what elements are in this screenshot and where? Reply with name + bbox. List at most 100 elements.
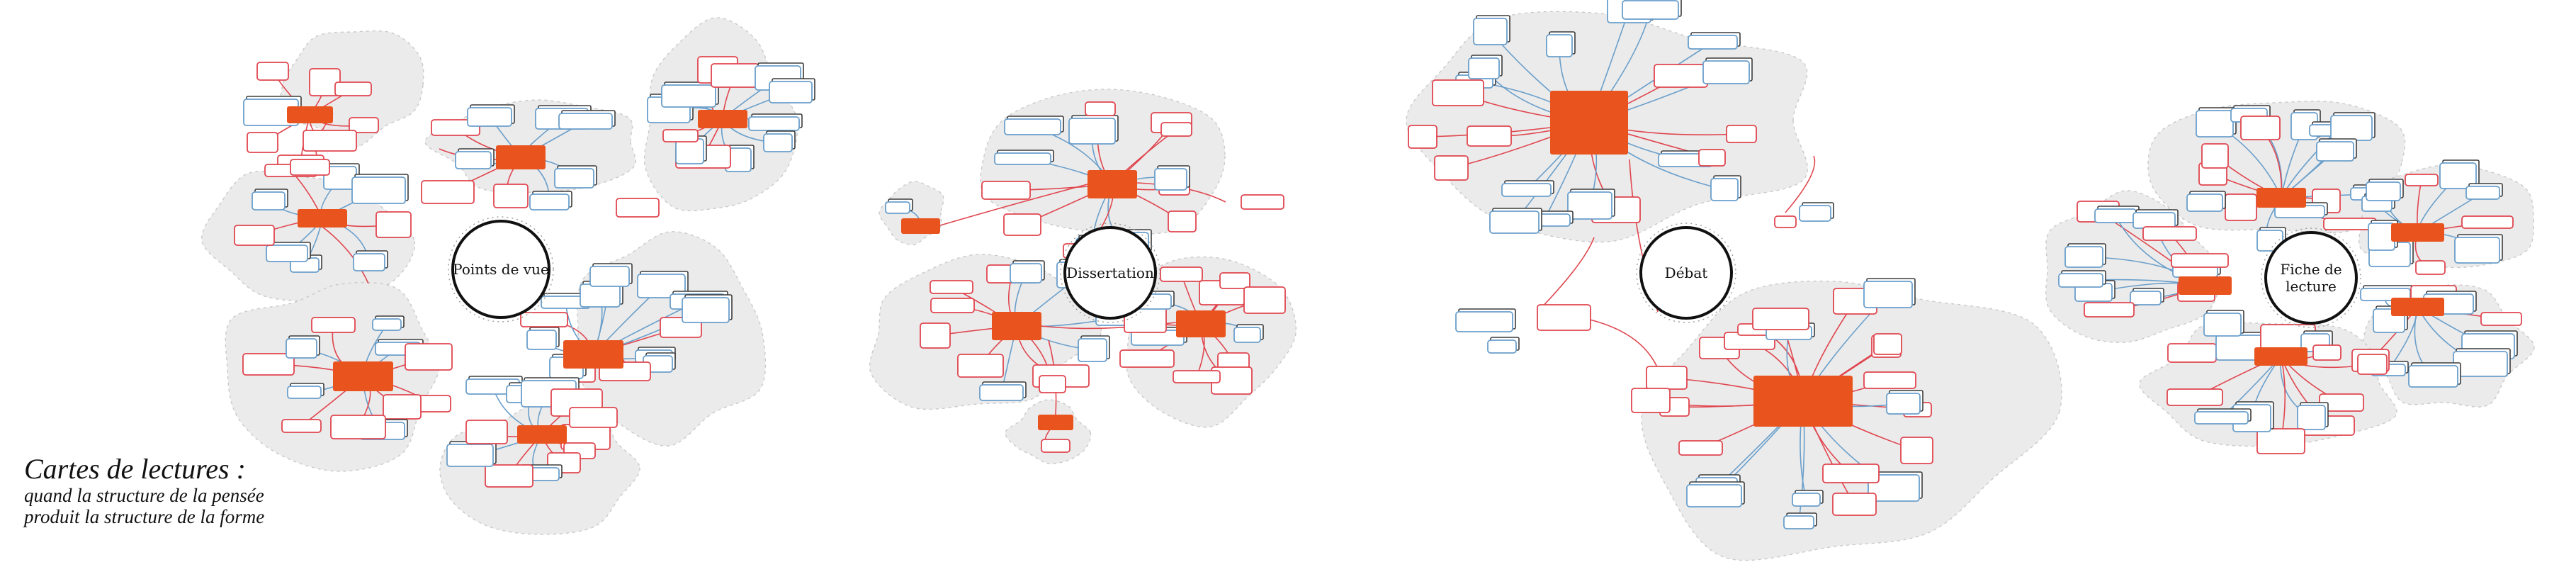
- note-card: [2094, 208, 2137, 223]
- note-card: [287, 386, 322, 399]
- note-card: [1489, 210, 1540, 234]
- main-idea-node: [992, 312, 1041, 340]
- caption-line-2: produit la structure de la forme: [24, 506, 265, 527]
- note-card: [1432, 79, 1484, 106]
- note-card: [589, 266, 630, 287]
- note-card: [2439, 162, 2477, 189]
- note-card: [290, 159, 330, 176]
- note-card: [2453, 351, 2508, 377]
- note-card: [2330, 115, 2373, 141]
- note-card: [520, 312, 568, 327]
- note-card: [330, 415, 386, 439]
- note-card: [1863, 371, 1916, 389]
- note-card: [1078, 338, 1107, 362]
- note-card: [769, 81, 813, 103]
- note-card: [2171, 253, 2229, 268]
- cluster-pdv-5: [225, 281, 439, 472]
- note-card: [1467, 125, 1512, 147]
- note-card: [2201, 143, 2229, 169]
- center-fiche-de-lecture-label: Fiche de: [2280, 261, 2341, 278]
- note-card: [256, 62, 289, 81]
- center-points-de-vue-label: Points de vue: [453, 261, 549, 278]
- note-card: [616, 198, 660, 218]
- note-card: [979, 384, 1024, 401]
- link-line: [1785, 155, 1816, 213]
- center-debat-circle: [1639, 226, 1733, 320]
- note-card: [2360, 288, 2411, 301]
- note-card: [2297, 405, 2326, 430]
- note-card: [485, 464, 533, 488]
- note-card: [1886, 393, 1921, 415]
- main-idea-node: [287, 106, 333, 123]
- link-line: [939, 184, 1088, 226]
- note-card: [281, 419, 322, 433]
- note-card: [748, 116, 800, 131]
- note-card: [1646, 366, 1688, 390]
- note-card: [763, 133, 793, 152]
- note-card: [1799, 205, 1831, 222]
- note-card: [1119, 349, 1175, 368]
- main-idea-node: [2391, 298, 2444, 316]
- note-card: [467, 107, 512, 127]
- note-card: [957, 354, 1004, 378]
- main-idea-node: [333, 361, 393, 391]
- note-card: [569, 407, 618, 428]
- caption-line-1: quand la structure de la pensée: [24, 485, 264, 506]
- center-points-de-vue-circle: [451, 220, 550, 319]
- note-card: [2465, 186, 2500, 200]
- note-card: [930, 298, 975, 313]
- note-card: [1774, 215, 1797, 228]
- note-card: [2142, 226, 2197, 241]
- note-card: [1085, 101, 1116, 116]
- note-card: [1752, 308, 1809, 330]
- note-card: [2203, 313, 2242, 337]
- note-card: [1686, 484, 1742, 507]
- main-idea-node: [2254, 347, 2307, 366]
- note-card: [2368, 223, 2395, 251]
- note-card: [1783, 515, 1814, 529]
- note-card: [711, 63, 759, 88]
- note-card: [1868, 474, 1920, 502]
- note-card: [2186, 193, 2223, 212]
- note-card: [1455, 311, 1513, 332]
- main-idea-node: [496, 145, 546, 169]
- note-card: [247, 132, 278, 153]
- note-card: [1537, 304, 1591, 331]
- main-idea-node: [1176, 310, 1226, 337]
- note-card: [2316, 141, 2354, 162]
- note-card: [2240, 116, 2281, 140]
- note-card: [1154, 168, 1187, 191]
- note-card: [2058, 273, 2103, 288]
- note-card: [1241, 194, 1284, 210]
- center-fiche-de-lecture-outer-ring: [2261, 228, 2361, 328]
- note-card: [1041, 439, 1070, 453]
- note-card: [2454, 237, 2500, 264]
- note-card: [1168, 210, 1197, 232]
- note-card: [662, 129, 699, 142]
- main-idea-node: [517, 425, 567, 444]
- note-card: [353, 253, 385, 271]
- note-card: [465, 420, 508, 444]
- note-card: [2167, 388, 2223, 406]
- caption-title: Cartes de lectures :: [24, 453, 246, 485]
- note-card: [405, 343, 453, 371]
- note-card: [2312, 344, 2341, 361]
- main-idea-node: [901, 218, 940, 234]
- note-card: [2480, 312, 2522, 326]
- note-card: [920, 322, 951, 349]
- note-card: [1173, 370, 1221, 383]
- note-card: [1039, 375, 1066, 393]
- note-card: [303, 130, 357, 152]
- note-card: [981, 181, 1031, 200]
- center-fiche-de-lecture-circle: [2264, 231, 2358, 325]
- main-idea-node: [698, 110, 747, 128]
- note-card: [252, 191, 286, 210]
- note-card: [2366, 181, 2401, 201]
- note-card: [1567, 191, 1612, 220]
- note-card: [311, 317, 356, 333]
- note-card: [1688, 35, 1738, 50]
- note-card: [1487, 339, 1517, 354]
- note-card: [2194, 411, 2249, 425]
- caption-block: Cartes de lectures : quand la structure …: [24, 453, 265, 528]
- main-idea-node: [563, 340, 623, 369]
